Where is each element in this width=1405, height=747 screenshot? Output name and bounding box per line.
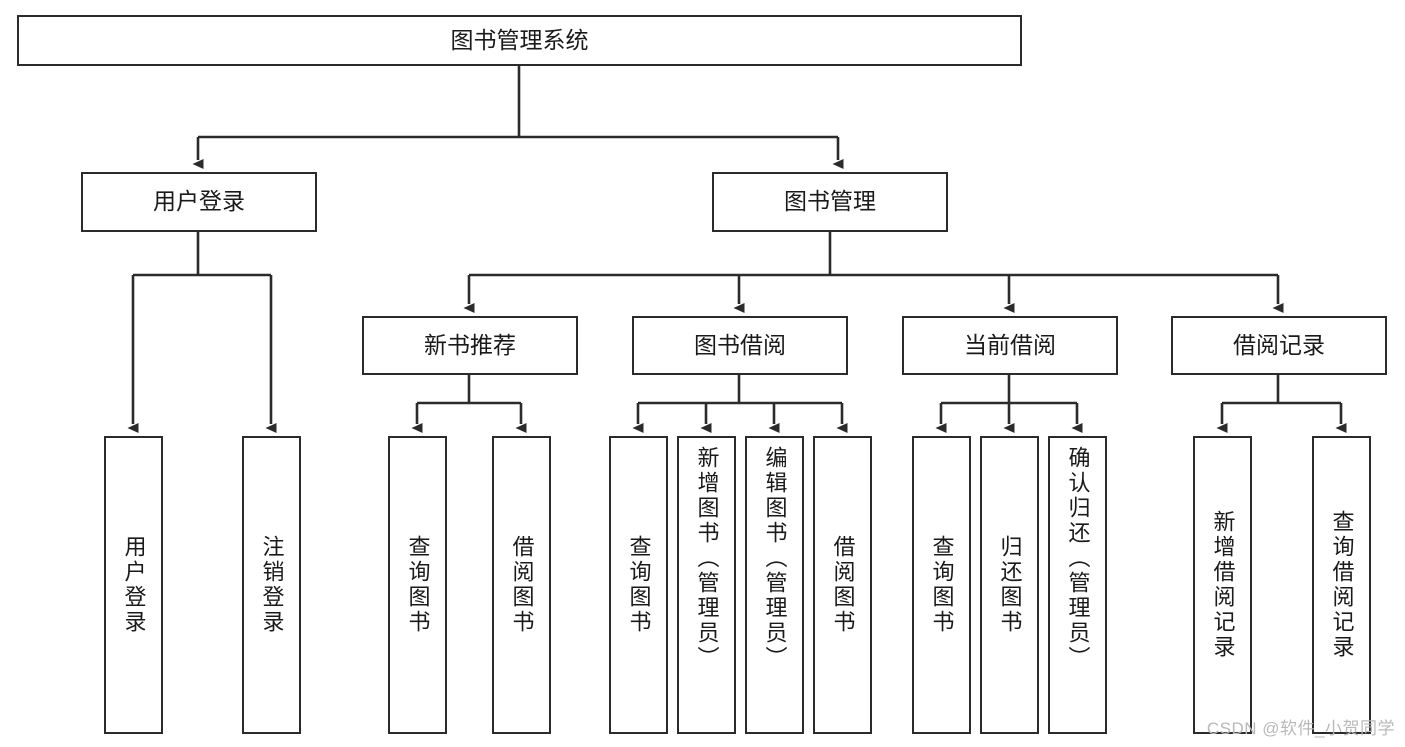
csdn-watermark: CSDN @软件_小贺同学	[1206, 719, 1395, 738]
node-leaf-user-login-label: 用户登录	[121, 535, 147, 635]
node-new-book-recommend-label: 新书推荐	[424, 331, 516, 358]
node-root-label: 图书管理系统	[450, 26, 589, 53]
node-new-book-recommend[interactable]: 新书推荐	[362, 316, 578, 375]
node-leaf-query-book-1-label: 查询图书	[405, 535, 431, 635]
node-book-manage-label: 图书管理	[784, 188, 876, 215]
node-leaf-logout-login-label: 注销登录	[259, 535, 285, 635]
node-leaf-borrow-book-2[interactable]: 借阅图书	[813, 436, 872, 734]
node-leaf-edit-book[interactable]: 编辑图书（管理员）	[745, 436, 804, 734]
node-current-borrow-label: 当前借阅	[964, 331, 1056, 358]
node-leaf-add-record-label: 新增借阅记录	[1210, 510, 1236, 660]
node-borrow-record-label: 借阅记录	[1233, 331, 1325, 358]
node-book-borrow[interactable]: 图书借阅	[632, 316, 848, 375]
node-leaf-borrow-book-1-label: 借阅图书	[509, 535, 535, 635]
node-root[interactable]: 图书管理系统	[17, 15, 1022, 66]
node-leaf-return-book[interactable]: 归还图书	[980, 436, 1039, 734]
node-book-manage[interactable]: 图书管理	[712, 172, 948, 232]
node-leaf-query-book-2[interactable]: 查询图书	[609, 436, 668, 734]
node-user-login-label: 用户登录	[153, 188, 245, 215]
node-leaf-user-login[interactable]: 用户登录	[104, 436, 163, 734]
node-leaf-query-record-label: 查询借阅记录	[1329, 510, 1355, 660]
node-leaf-query-record[interactable]: 查询借阅记录	[1312, 436, 1371, 734]
node-leaf-add-book-label: 新增图书（管理员）	[694, 446, 720, 671]
node-leaf-borrow-book-1[interactable]: 借阅图书	[492, 436, 551, 734]
node-current-borrow[interactable]: 当前借阅	[902, 316, 1118, 375]
node-leaf-logout-login[interactable]: 注销登录	[242, 436, 301, 734]
node-leaf-query-book-3-label: 查询图书	[929, 535, 955, 635]
node-leaf-borrow-book-2-label: 借阅图书	[830, 535, 856, 635]
node-leaf-query-book-2-label: 查询图书	[626, 535, 652, 635]
node-leaf-edit-book-label: 编辑图书（管理员）	[762, 446, 788, 671]
node-leaf-add-record[interactable]: 新增借阅记录	[1193, 436, 1252, 734]
node-leaf-query-book-1[interactable]: 查询图书	[388, 436, 447, 734]
node-borrow-record[interactable]: 借阅记录	[1171, 316, 1387, 375]
node-book-borrow-label: 图书借阅	[694, 331, 786, 358]
node-leaf-confirm-return[interactable]: 确认归还（管理员）	[1048, 436, 1107, 734]
node-user-login[interactable]: 用户登录	[81, 172, 317, 232]
node-leaf-query-book-3[interactable]: 查询图书	[912, 436, 971, 734]
node-leaf-return-book-label: 归还图书	[997, 535, 1023, 635]
node-leaf-add-book[interactable]: 新增图书（管理员）	[677, 436, 736, 734]
node-leaf-confirm-return-label: 确认归还（管理员）	[1065, 446, 1091, 671]
